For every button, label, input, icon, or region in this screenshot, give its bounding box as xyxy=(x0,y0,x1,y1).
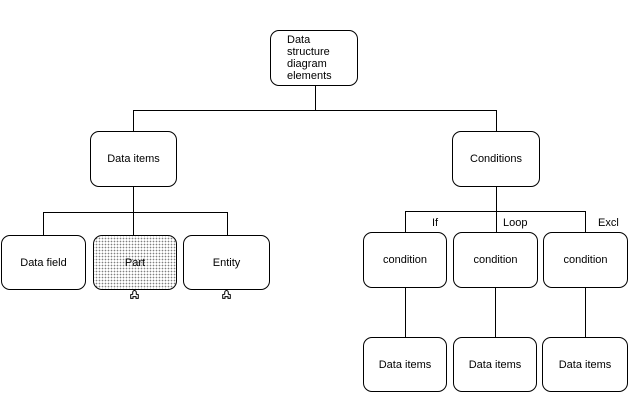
connector-condition-if-child xyxy=(405,288,406,337)
connector-data-items-trunk xyxy=(133,187,134,212)
node-root: Data structure diagram elements xyxy=(270,30,358,86)
connector-drop-data-field xyxy=(43,212,44,235)
connector-drop-conditions xyxy=(496,110,497,131)
connector-drop-part xyxy=(133,212,134,235)
node-data-items-loop: Data items xyxy=(453,337,537,392)
connector-drop-condition-if xyxy=(405,211,406,232)
connector-level1-horizontal xyxy=(133,110,497,111)
connector-drop-condition-loop xyxy=(496,211,497,232)
node-condition-if: condition xyxy=(363,232,447,288)
edge-label-excl: Excl xyxy=(597,217,620,229)
edge-label-loop: Loop xyxy=(502,217,529,229)
edge-label-if: If xyxy=(431,217,440,229)
node-condition-loop: condition xyxy=(453,232,538,288)
node-data-items-if: Data items xyxy=(363,337,447,392)
expand-handle-icon xyxy=(130,289,139,301)
expand-handle-icon xyxy=(222,289,231,301)
node-conditions: Conditions xyxy=(452,131,540,187)
node-data-field: Data field xyxy=(1,235,86,290)
connector-data-items-horizontal xyxy=(43,212,228,213)
node-data-items: Data items xyxy=(90,131,177,187)
node-part: Part xyxy=(93,235,177,290)
connector-conditions-horizontal xyxy=(405,211,586,212)
node-entity: Entity xyxy=(183,235,270,290)
connector-conditions-trunk xyxy=(496,187,497,211)
connector-drop-entity xyxy=(227,212,228,235)
node-condition-excl: condition xyxy=(543,232,628,288)
connector-drop-condition-excl xyxy=(585,211,586,232)
connector-condition-excl-child xyxy=(585,288,586,337)
connector-drop-data-items xyxy=(133,110,134,131)
connector-root-trunk xyxy=(315,86,316,110)
node-data-items-excl: Data items xyxy=(542,337,628,392)
connector-condition-loop-child xyxy=(495,288,496,337)
